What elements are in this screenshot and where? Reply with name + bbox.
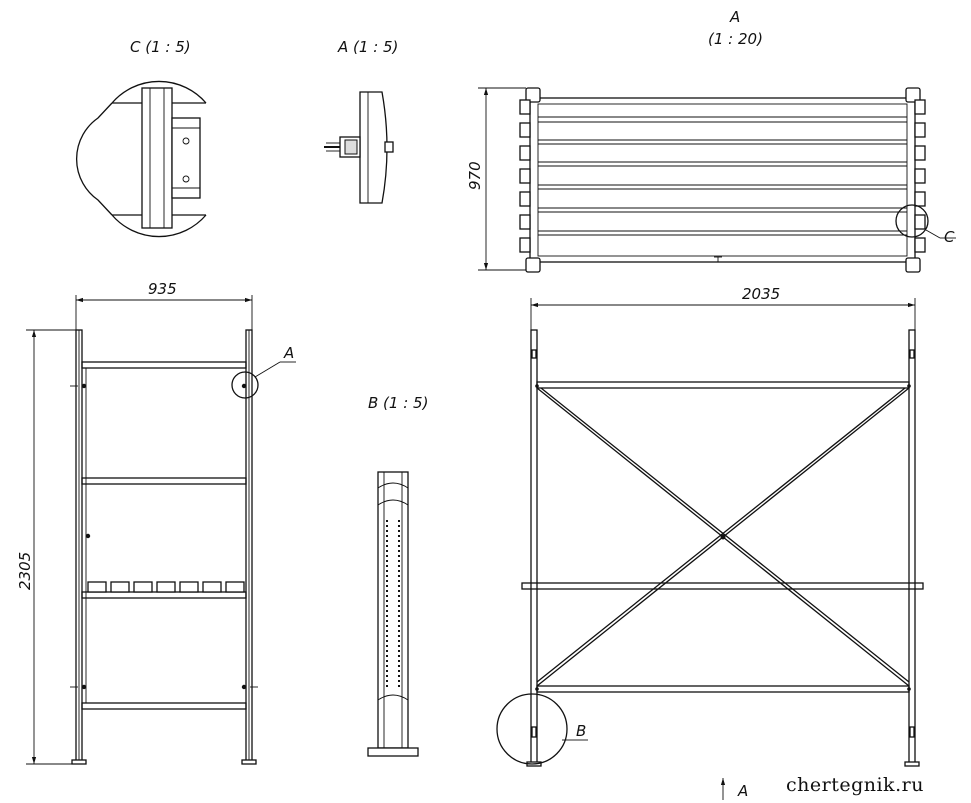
side-view: 2035 B A <box>496 285 924 800</box>
side-width-dimension: 2035 <box>742 285 780 303</box>
front-width-dimension: 935 <box>148 280 177 298</box>
view-arrow-a-label: A <box>737 782 748 800</box>
front-height-dimension: 2305 <box>16 552 34 590</box>
side-callout-b: B <box>576 722 586 740</box>
plan-callout-c: C <box>944 228 955 246</box>
detail-view-a: A (1 : 5) <box>324 38 398 204</box>
front-view: 935 2305 <box>16 280 296 765</box>
plan-view-a: A (1 : 20) <box>466 8 956 273</box>
detail-view-c: C (1 : 5) <box>76 38 207 238</box>
plan-a-scale: (1 : 20) <box>708 30 763 48</box>
plan-right-brackets <box>914 99 926 253</box>
front-callout-a: A <box>283 344 294 362</box>
plan-left-brackets <box>519 99 531 253</box>
detail-view-b: B (1 : 5) <box>367 394 428 757</box>
plan-a-label: A <box>729 8 740 26</box>
detail-a-label: A (1 : 5) <box>337 38 398 56</box>
watermark-text: chertegnik.ru <box>786 774 924 796</box>
plan-depth-dimension: 970 <box>466 161 484 190</box>
detail-c-label: C (1 : 5) <box>130 38 191 56</box>
front-slat-ends <box>87 581 245 593</box>
detail-b-label: B (1 : 5) <box>368 394 428 412</box>
